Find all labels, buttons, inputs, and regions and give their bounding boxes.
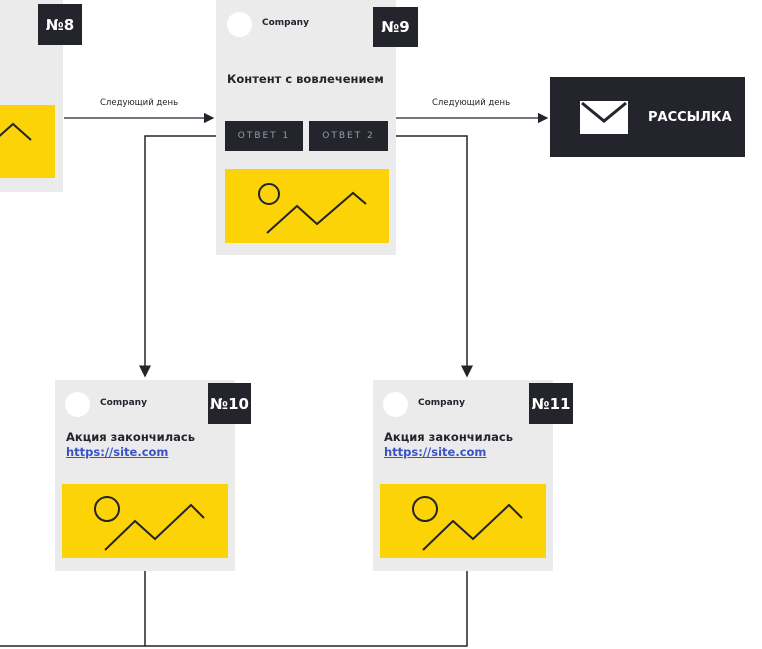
- image-icon: [258, 183, 367, 234]
- company-name: Company: [262, 18, 309, 28]
- avatar: [65, 392, 90, 417]
- answer-2-button[interactable]: ОТВЕТ 2: [309, 121, 388, 151]
- step-badge: №10: [208, 383, 251, 424]
- message-title: Акция закончилась: [66, 430, 195, 444]
- message-title: Контент с вовлечением: [227, 72, 384, 86]
- message-card-11[interactable]: Company Акция закончилась https://site.c…: [373, 380, 553, 571]
- answer-1-button[interactable]: ОТВЕТ 1: [225, 121, 303, 151]
- mailing-label: РАССЫЛКА: [648, 109, 732, 125]
- envelope-icon: [580, 100, 628, 134]
- arrow-answer2-to-11: [388, 135, 473, 378]
- avatar: [227, 12, 252, 37]
- message-link[interactable]: https://site.com: [66, 445, 169, 459]
- edge-label: Следующий день: [100, 98, 179, 108]
- message-card-10[interactable]: Company Акция закончилась https://site.c…: [55, 380, 235, 571]
- merge-line: [0, 571, 146, 647]
- image-icon: [94, 496, 205, 551]
- image-icon: [0, 122, 32, 141]
- image-placeholder: [380, 484, 546, 558]
- message-link[interactable]: https://site.com: [384, 445, 487, 459]
- image-placeholder: [0, 105, 55, 178]
- message-card-9[interactable]: Company Контент с вовлечением ОТВЕТ 1 ОТ…: [216, 0, 396, 255]
- step-badge: №11: [529, 383, 573, 424]
- company-name: Company: [418, 398, 465, 408]
- avatar: [383, 392, 408, 417]
- edge-label: Следующий день: [432, 98, 511, 108]
- mailing-node[interactable]: РАССЫЛКА: [550, 77, 745, 157]
- message-card-8[interactable]: [0, 0, 63, 192]
- step-badge: №9: [373, 7, 418, 47]
- arrow-answer1-to-10: [139, 135, 225, 378]
- image-placeholder: [225, 169, 389, 243]
- image-placeholder: [62, 484, 228, 558]
- merge-line-2: [145, 571, 468, 647]
- message-title: Акция закончилась: [384, 430, 513, 444]
- image-icon: [412, 496, 523, 551]
- company-name: Company: [100, 398, 147, 408]
- step-badge: №8: [38, 4, 82, 45]
